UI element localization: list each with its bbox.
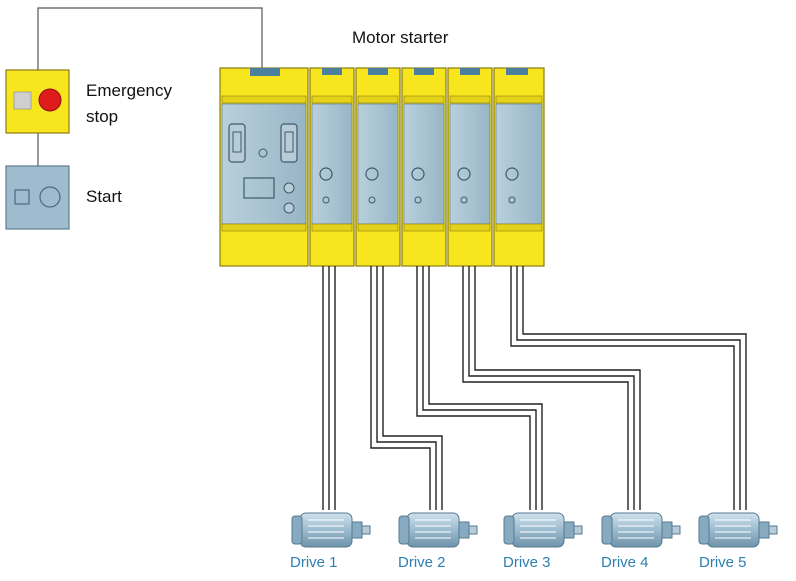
main-safety-module — [219, 67, 309, 267]
starter-module-4 — [447, 67, 493, 267]
cable-drive-3 — [416, 266, 543, 510]
cable-drive-4 — [462, 266, 641, 510]
drive-3-label: Drive 3 — [503, 554, 551, 571]
drive-2-label: Drive 2 — [398, 554, 446, 571]
emergency-stop-button-icon — [38, 88, 62, 112]
starter-module-3 — [401, 67, 447, 267]
motor-4 — [601, 512, 681, 548]
emergency-stop-device — [5, 69, 70, 134]
start-device — [5, 165, 70, 230]
emergency-stop-label-line1: Emergency — [86, 81, 172, 100]
drive-1-label: Drive 1 — [290, 554, 338, 571]
cable-drive-2 — [370, 266, 443, 510]
cable-drive-1 — [322, 266, 336, 510]
cable-drive-5 — [510, 266, 747, 510]
control-wiring — [37, 7, 263, 166]
starter-module-2 — [355, 67, 401, 267]
start-indicator-icon — [14, 189, 30, 205]
motor-1 — [291, 512, 371, 548]
emergency-stop-label-line2: stop — [86, 107, 119, 126]
motor-3 — [503, 512, 583, 548]
start-button-icon — [39, 186, 61, 208]
stop-indicator-icon — [13, 91, 32, 110]
drive-5-label: Drive 5 — [699, 554, 747, 571]
start-label: Start — [86, 187, 122, 206]
starter-module-1 — [309, 67, 355, 267]
motor-2 — [398, 512, 478, 548]
drive-4-label: Drive 4 — [601, 554, 649, 571]
motor-starter-title: Motor starter — [352, 28, 449, 47]
starter-module-5 — [493, 67, 545, 267]
motor-5 — [698, 512, 778, 548]
power-cables — [322, 266, 747, 510]
motor-starter — [219, 67, 545, 267]
